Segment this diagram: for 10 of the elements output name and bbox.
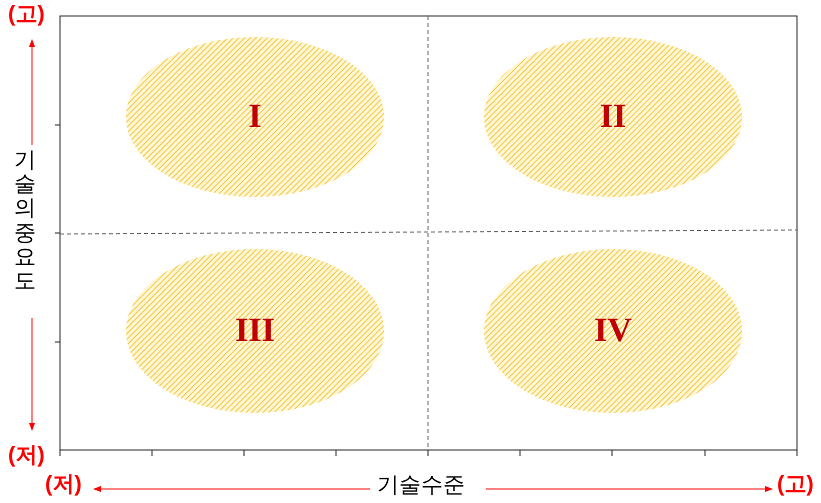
axis-end-label: (저) [8,444,45,466]
hatched-ellipse [126,37,384,197]
hatched-ellipse [484,249,742,413]
hatched-ellipse [126,249,384,413]
axis-end-label: (고) [777,473,814,495]
axis-title: 기술수준 [377,474,465,496]
hatched-ellipse [484,37,742,197]
axis-end-label: (저) [45,473,82,495]
axis-end-label: (고) [8,3,45,25]
axis-title: 기술의 중요도 [14,148,36,294]
